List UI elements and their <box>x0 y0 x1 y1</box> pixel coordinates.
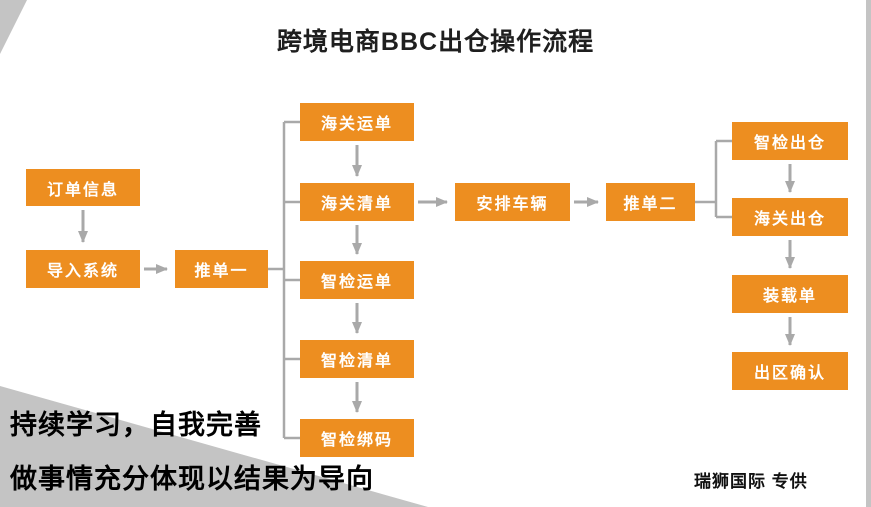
bracket-push2-branches <box>695 139 732 219</box>
node-push-order-2: 推单二 <box>606 183 695 221</box>
bracket-push1-branches <box>268 120 300 440</box>
node-customs-waybill: 海关运单 <box>300 103 414 141</box>
node-smart-check-binding: 智检绑码 <box>300 419 414 457</box>
node-customs-manifest: 海关清单 <box>300 183 414 221</box>
node-order-info: 订单信息 <box>26 169 140 206</box>
node-arrange-vehicle: 安排车辆 <box>455 183 570 221</box>
node-import-system: 导入系统 <box>26 250 140 288</box>
node-smart-check-exit: 智检出仓 <box>732 122 848 160</box>
flow-arrows <box>78 145 795 413</box>
page-title: 跨境电商BBC出仓操作流程 <box>276 28 595 56</box>
corner-accent-top-left <box>0 0 27 54</box>
corner-accent-bottom-left <box>0 386 428 507</box>
slogan-line-2: 做事情充分体现以结果为导向 <box>10 464 374 494</box>
node-smart-check-manifest: 智检清单 <box>300 340 414 378</box>
node-smart-check-waybill: 智检运单 <box>300 261 414 299</box>
right-edge-strip <box>866 0 871 507</box>
brand-text: 瑞狮国际 专供 <box>694 472 808 491</box>
node-push-order-1: 推单一 <box>175 250 268 288</box>
node-exit-confirm: 出区确认 <box>732 352 848 390</box>
branch-brackets <box>268 120 732 440</box>
node-loading-list: 装载单 <box>732 275 848 313</box>
node-customs-exit: 海关出仓 <box>732 198 848 236</box>
slogan-line-1: 持续学习，自我完善 <box>10 410 262 440</box>
